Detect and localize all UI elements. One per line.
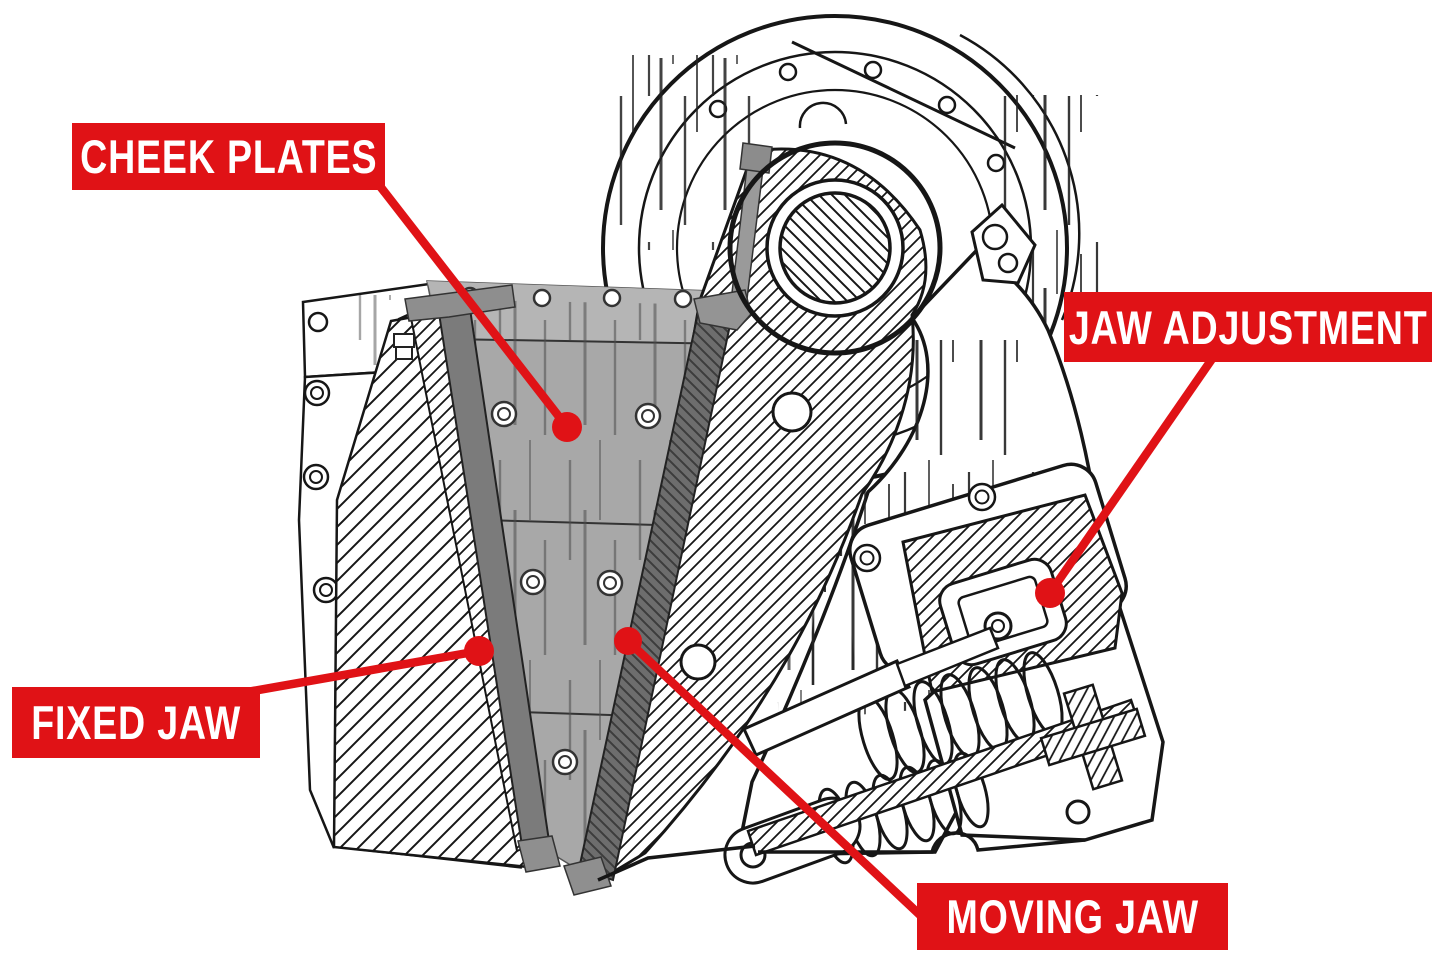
rod-end-cross: [1039, 683, 1147, 791]
callout-cheek-plates: CHEEK PLATES: [72, 123, 385, 190]
callout-jaw-adjustment: JAW ADJUSTMENT: [1064, 292, 1432, 362]
moving-jaw-foot: [563, 856, 612, 896]
callout-moving-jaw: MOVING JAW: [917, 883, 1228, 950]
frame-base: [597, 831, 1086, 882]
tension-rod-upper: [742, 659, 911, 757]
flywheel-lug: [970, 202, 1037, 285]
moving-jaw: [563, 142, 928, 896]
fixed-jaw-foot: [517, 835, 561, 873]
callout-cheek-plates-label: CHEEK PLATES: [79, 130, 378, 183]
callout-leader-lines: [229, 151, 1234, 919]
eccentric-shaft: [778, 191, 892, 305]
moving-jaw-cap: [693, 289, 752, 331]
callout-moving-jaw-label: MOVING JAW: [946, 890, 1199, 943]
fixed-jaw: [332, 284, 561, 873]
callout-fixed-jaw: FIXED JAW: [12, 687, 260, 758]
adjustment-mechanism: [723, 462, 1165, 885]
callout-fixed-jaw-label: FIXED JAW: [31, 696, 241, 749]
pitman-eye-bearing: [727, 140, 943, 356]
callout-jaw-adjustment-label: JAW ADJUSTMENT: [1068, 300, 1428, 354]
